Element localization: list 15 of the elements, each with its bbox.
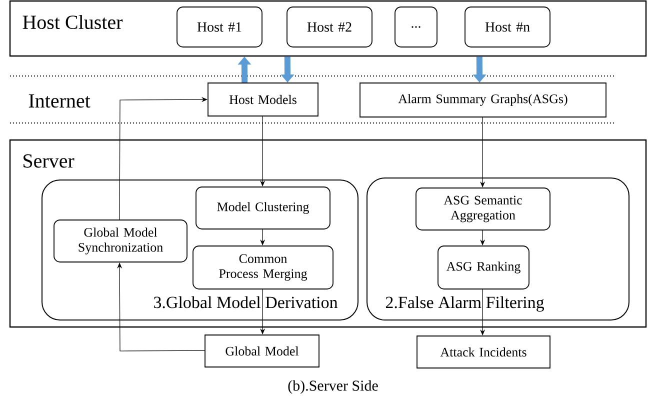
process-box: Global Model Synchronization bbox=[54, 220, 188, 262]
data-box: Host Models bbox=[208, 82, 318, 116]
host-box: Host #n bbox=[464, 6, 550, 48]
data-box: Attack Incidents bbox=[416, 336, 550, 368]
host-box: Host #1 bbox=[176, 6, 262, 48]
process-box: Common Process Merging bbox=[192, 246, 334, 290]
data-box: Alarm Summary Graphs(ASGs) bbox=[360, 82, 606, 118]
data-box: Global Model bbox=[204, 334, 320, 368]
process-box: Model Clustering bbox=[196, 186, 330, 230]
caption: (b).Server Side bbox=[288, 380, 378, 394]
host-box: ... bbox=[394, 6, 438, 48]
section-label: Internet bbox=[28, 94, 90, 108]
process-box: ASG Ranking bbox=[438, 246, 530, 290]
host-box: Host #2 bbox=[286, 6, 372, 48]
process-box: ASG Semantic Aggregation bbox=[416, 188, 550, 230]
